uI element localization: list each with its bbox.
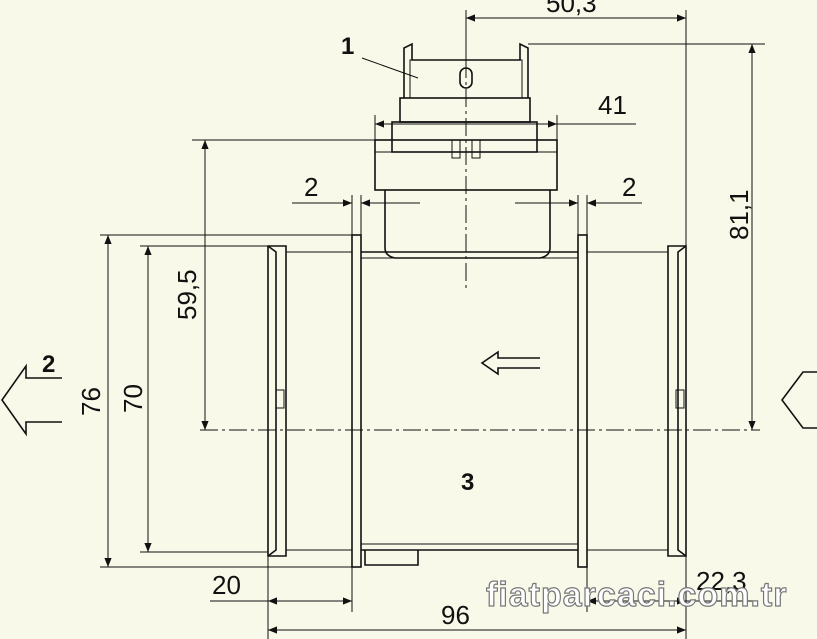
dim-gap-left-label: 2 [304, 172, 318, 202]
dim-inner-diameter-label: 70 [118, 384, 148, 413]
part-3-label: 3 [461, 469, 474, 496]
bottom-tab [364, 550, 419, 566]
dim-connector-width-label: 41 [598, 90, 627, 120]
part-1-label: 1 [341, 33, 354, 60]
left-inner-flange [351, 234, 362, 568]
watermark: fiatparcaci.com.tr [486, 576, 787, 614]
right-outer-flange [667, 245, 687, 557]
dim-center-height: 59,5 [172, 139, 375, 430]
left-outer-flange [267, 245, 287, 557]
dim-gap-right: 2 [515, 172, 642, 235]
dim-outer-diameter-label: 76 [76, 387, 106, 416]
dim-top-width: 50,3 [465, 0, 687, 246]
left-flange-bevel [267, 245, 277, 557]
dim-flange-length: 20 [210, 556, 353, 639]
connector-neck [384, 190, 551, 259]
dim-center-height-label: 59,5 [172, 269, 202, 320]
dim-total-height: 81,1 [528, 43, 765, 430]
inlet-arrow-icon [781, 371, 817, 429]
dim-top-width-label: 50,3 [546, 0, 597, 18]
dim-right-offset: 22,3 [586, 556, 758, 639]
dim-right-offset-label: 22,3 [696, 566, 747, 596]
part-1-leader [361, 57, 419, 79]
dim-total-length: 96 [268, 600, 686, 634]
part-2-label: 2 [42, 351, 55, 378]
dim-gap-left: 2 [292, 172, 420, 235]
right-flange-bevel [677, 245, 687, 557]
dim-gap-right-label: 2 [622, 172, 636, 202]
dim-total-height-label: 81,1 [724, 189, 754, 240]
dim-outer-diameter: 76 [76, 234, 352, 568]
dim-total-length-label: 96 [441, 600, 470, 630]
flow-direction-icon [480, 350, 540, 376]
connector-collar [391, 121, 538, 153]
dim-flange-length-label: 20 [212, 570, 241, 600]
dim-connector-width: 41 [374, 90, 636, 140]
outlet-arrow-icon [1, 363, 62, 437]
dim-inner-diameter: 70 [118, 245, 268, 553]
right-inner-flange [577, 234, 588, 568]
sensor-body [267, 234, 687, 568]
